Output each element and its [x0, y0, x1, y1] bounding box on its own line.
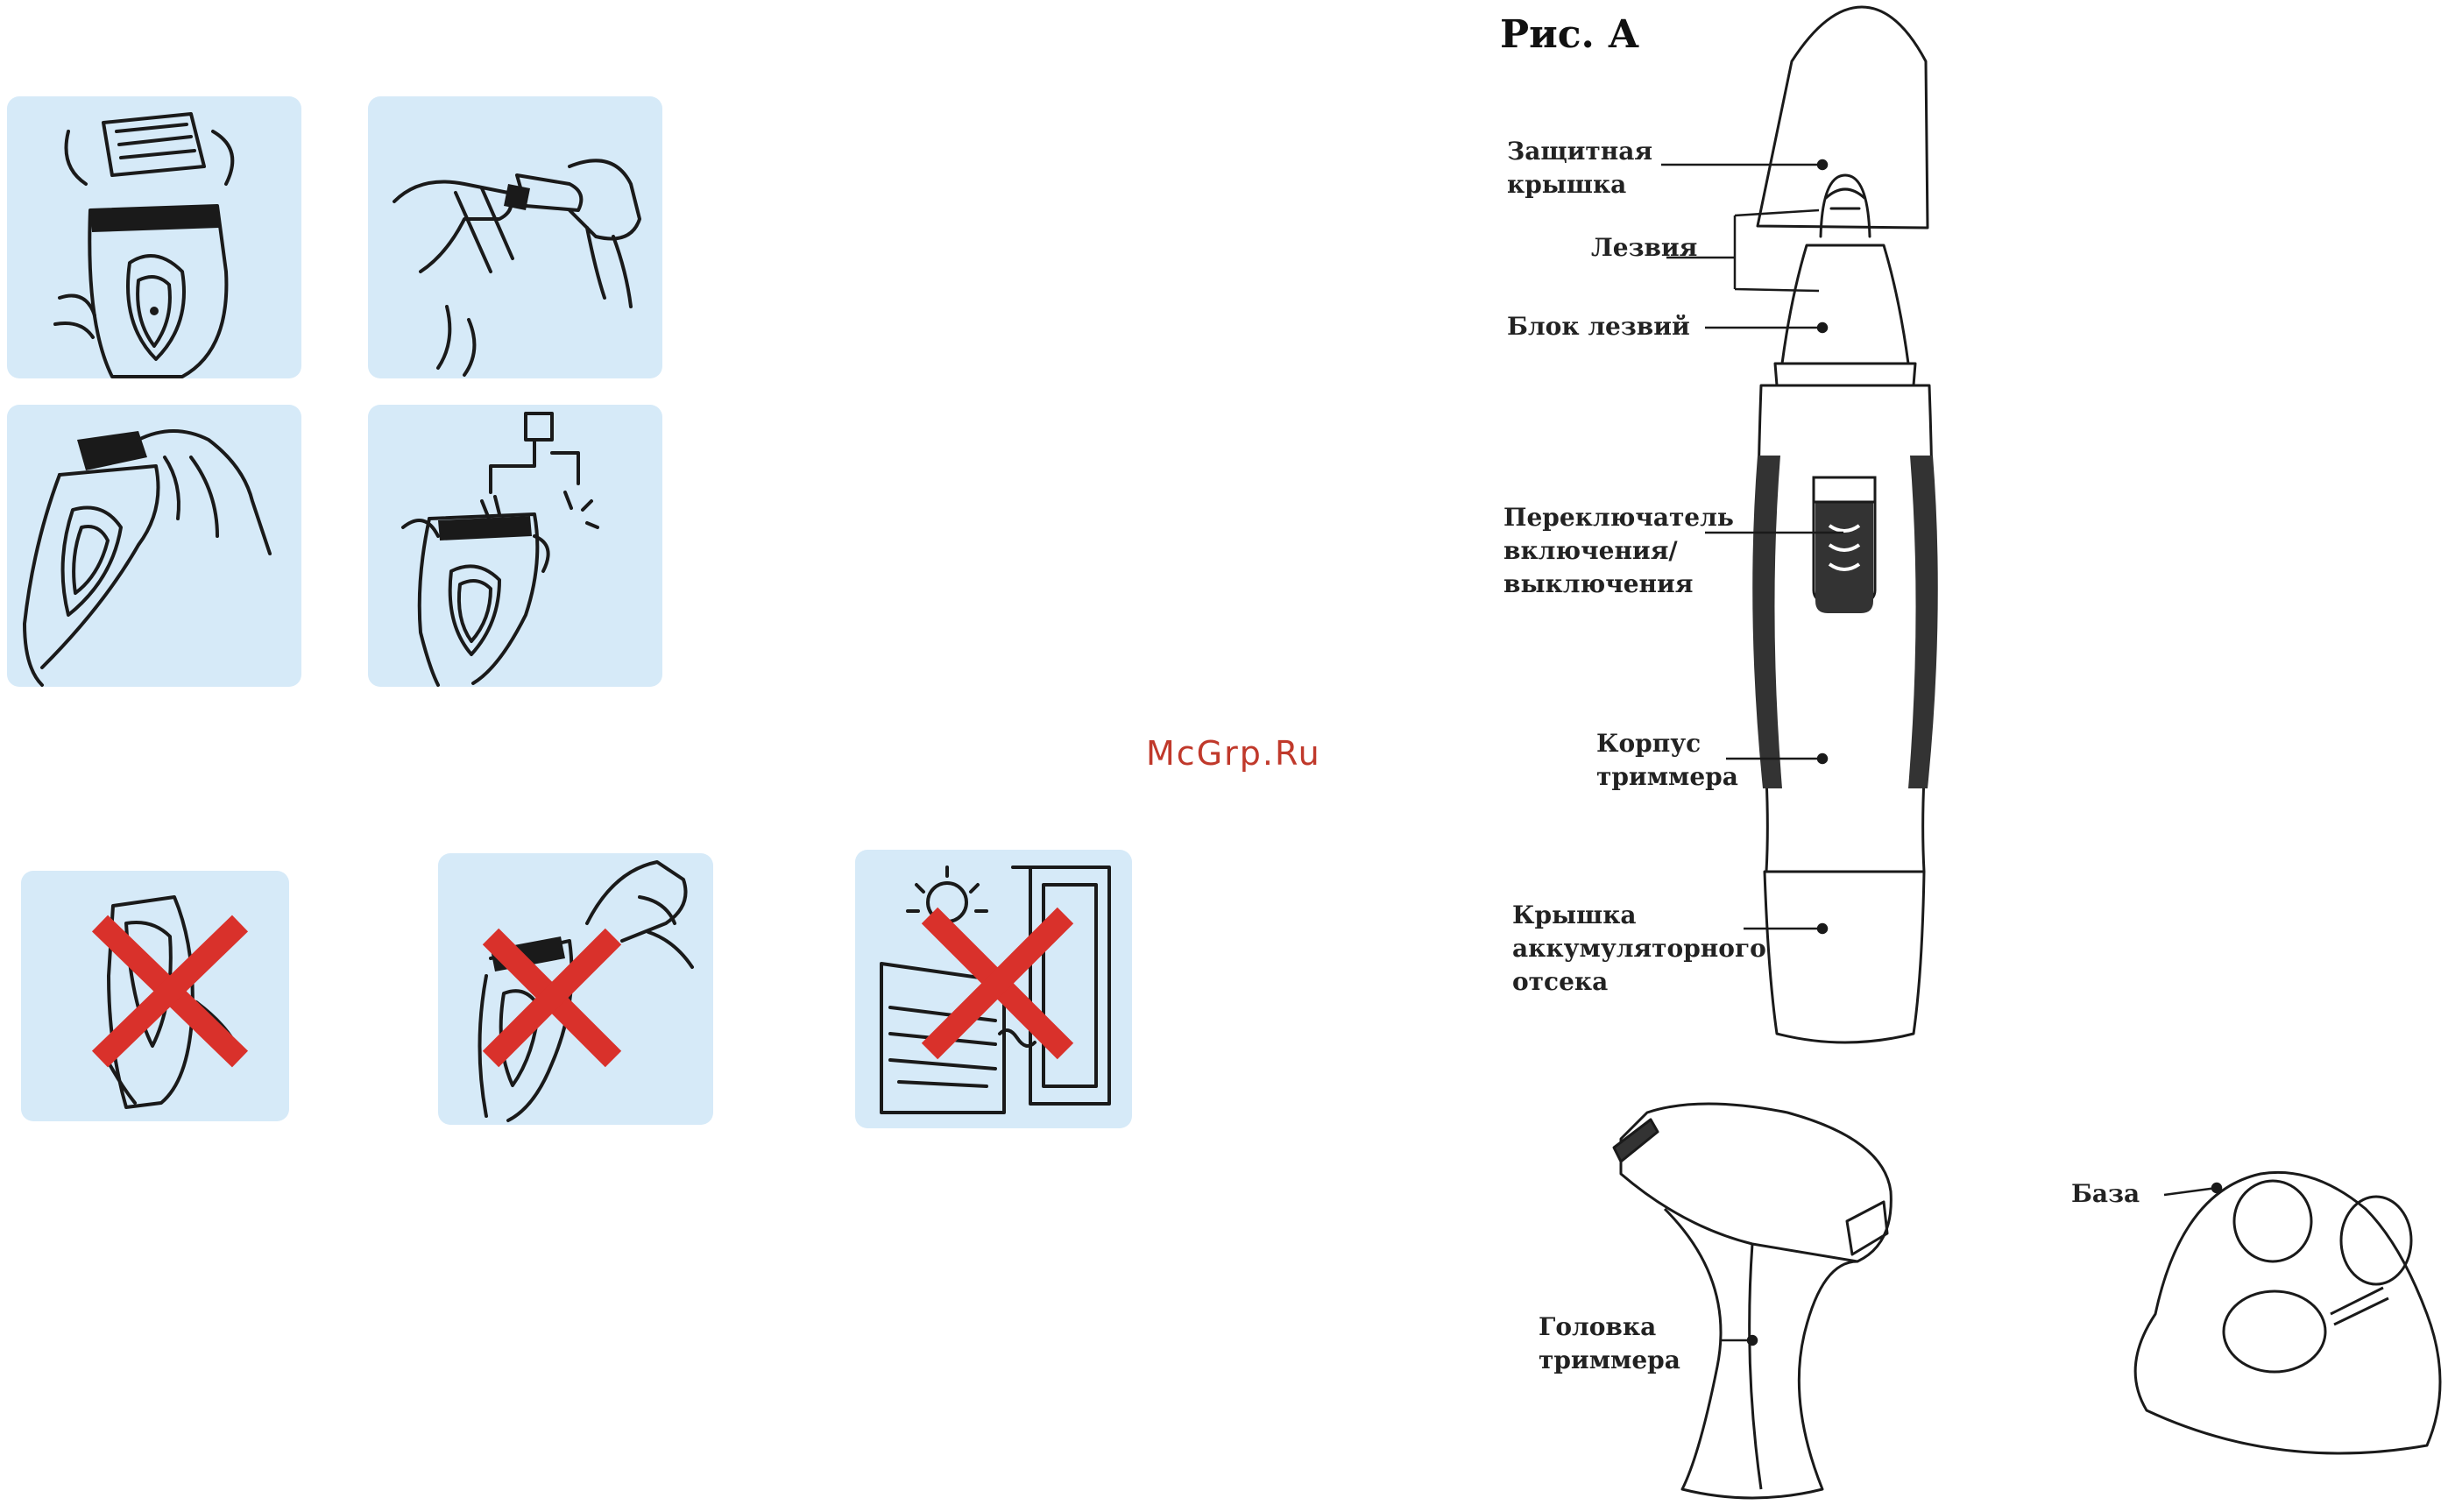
label-battery-cover: Крышка аккумуляторного отсека	[1512, 899, 1766, 999]
label-protective-cap: Защитная крышка	[1507, 135, 1652, 201]
base-outline	[2135, 1172, 2440, 1453]
label-blade-block: Блок лезвий	[1507, 310, 1690, 343]
label-trimmer-head: Головка триммера	[1539, 1311, 1680, 1377]
trimmer-body-outline	[1758, 385, 1932, 872]
label-base: База	[2071, 1177, 2140, 1211]
label-blades: Лезвия	[1591, 231, 1697, 265]
label-trimmer-body: Корпус триммера	[1596, 727, 1738, 794]
protective-cap-outline	[1758, 7, 1928, 228]
label-power-switch: Переключатель включения/ выключения	[1503, 501, 1734, 601]
blade-block-outline	[1782, 245, 1908, 364]
battery-cover-outline	[1765, 872, 1924, 1042]
